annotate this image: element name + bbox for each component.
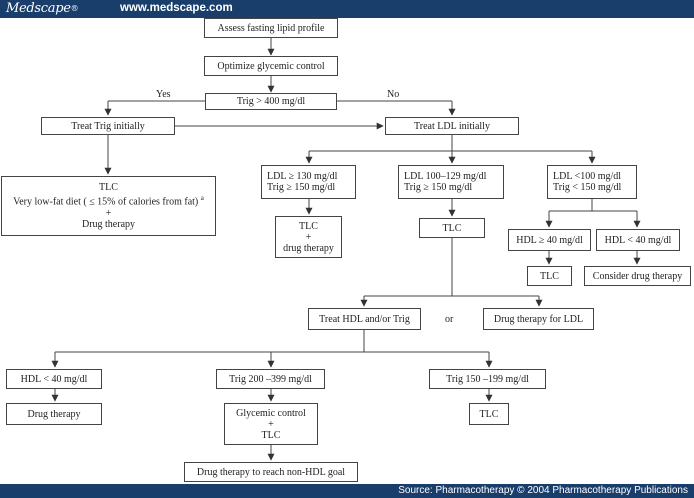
or-label: or — [445, 314, 454, 325]
medscape-logo[interactable]: Medscape® — [6, 1, 79, 16]
glycemic-tlc-box: Glycemic control + TLC — [224, 403, 318, 445]
assess-lipid-box: Assess fasting lipid profile — [204, 18, 338, 38]
tlc-plus-drug-box: TLC + drug therapy — [275, 216, 342, 258]
source-credit: Source: Pharmacotherapy © 2004 Pharmacot… — [398, 485, 688, 496]
hdl-lt40-right-box: HDL < 40 mg/dl — [596, 229, 680, 251]
tlc-lowfat-box: TLC Very low-fat diet ( ≤ 15% of calorie… — [1, 176, 216, 236]
trig-decision-box: Trig > 400 mg/dl — [205, 93, 337, 110]
hdl-ge40-box: HDL ≥ 40 mg/dl — [508, 229, 591, 251]
treat-hdl-trig-box: Treat HDL and/or Trig — [308, 308, 421, 330]
no-label: No — [387, 89, 400, 100]
ldl-lt100-box: LDL <100 mg/dl Trig < 150 mg/dl — [547, 165, 637, 199]
optimize-glycemic-box: Optimize glycemic control — [204, 56, 338, 76]
drug-therapy-box: Drug therapy — [6, 403, 102, 425]
ldl-100-129-box: LDL 100–129 mg/dl Trig ≥ 150 mg/dl — [398, 165, 504, 199]
tlc-right-box: TLC — [527, 266, 572, 286]
footer-bar: Source: Pharmacotherapy © 2004 Pharmacot… — [0, 484, 694, 498]
drug-ldl-box: Drug therapy for LDL — [483, 308, 594, 330]
trig-150-199-box: Trig 150 –199 mg/dl — [429, 369, 546, 389]
ldl-130-box: LDL ≥ 130 mg/dl Trig ≥ 150 mg/dl — [261, 165, 356, 199]
drug-nonhdl-box: Drug therapy to reach non-HDL goal — [184, 462, 358, 482]
consider-drug-box: Consider drug therapy — [584, 266, 691, 286]
tlc-mid-box: TLC — [419, 218, 485, 238]
treat-ldl-box: Treat LDL initially — [385, 117, 519, 135]
trig-200-399-box: Trig 200 –399 mg/dl — [216, 369, 325, 389]
site-url[interactable]: www.medscape.com — [120, 2, 233, 14]
hdl-lt40-left-box: HDL < 40 mg/dl — [6, 369, 102, 389]
yes-label: Yes — [156, 89, 171, 100]
tlc-bottom-box: TLC — [469, 403, 509, 425]
header-bar: Medscape® www.medscape.com — [0, 0, 694, 18]
treat-trig-box: Treat Trig initially — [41, 117, 175, 135]
